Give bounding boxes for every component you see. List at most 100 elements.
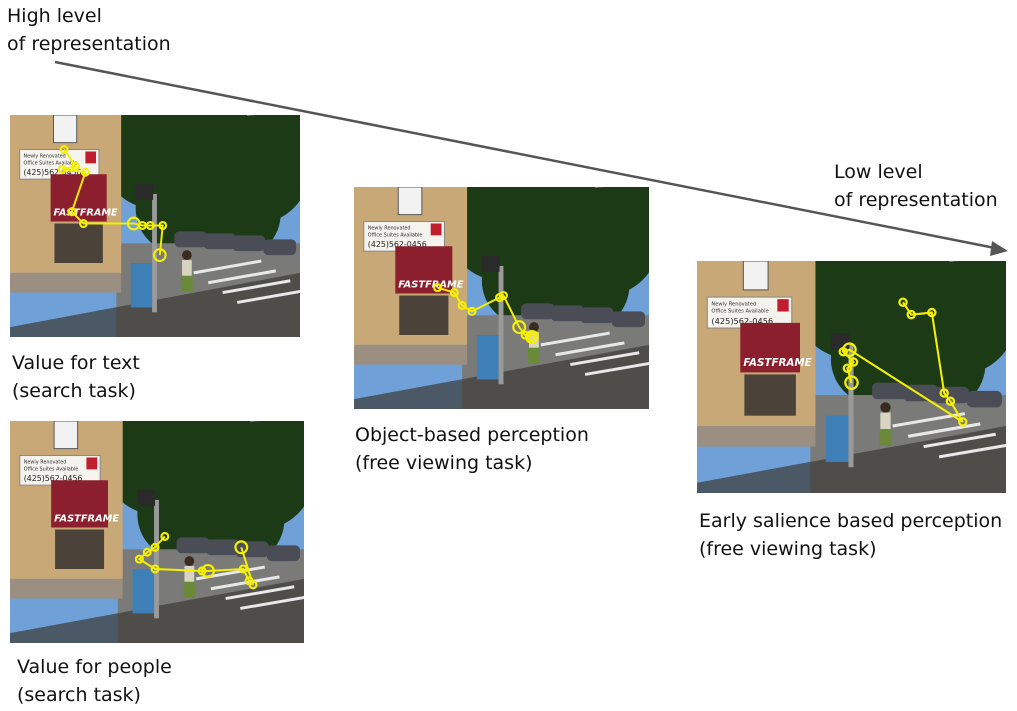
upper-window (53, 115, 78, 144)
fixation-point (512, 320, 527, 335)
sign-phone: (425)562-0456 (368, 240, 427, 249)
fixation-point (79, 218, 88, 229)
newspaper-box (130, 263, 153, 308)
caption-text-search: Value for text (search task) (12, 352, 140, 402)
signal-pole (154, 499, 159, 619)
fixation-point (234, 540, 249, 555)
awning-text: FASTFRAME (398, 280, 463, 291)
sign-line-2: Office Suites Available (368, 232, 423, 238)
awning-text: FASTFRAME (743, 357, 811, 369)
crosswalk (540, 331, 649, 376)
fixation-point (842, 363, 853, 373)
trees (101, 115, 300, 259)
fixation-point (150, 564, 160, 574)
sign-line-2: Office Suites Available (711, 309, 768, 315)
fixation-point (842, 342, 857, 357)
shop-window (54, 223, 103, 263)
fixation-point (59, 144, 69, 155)
caption-object-based: Object-based perception (free viewing ta… (355, 424, 589, 474)
sign-line-1: Newly Renovated (24, 459, 67, 465)
fixation-point (150, 542, 160, 552)
upper-window (53, 421, 79, 450)
newspaper-box (132, 569, 155, 614)
caption-people-search: Value for people (search task) (17, 656, 172, 706)
sidewalk (354, 344, 468, 365)
high-level-label: High level of representation (7, 5, 171, 55)
sidewalk (10, 578, 123, 599)
fixation-point (498, 290, 508, 301)
arrow-head-icon (990, 241, 1008, 256)
scanpath (57, 144, 168, 263)
caption-early-salience: Early salience based perception (free vi… (699, 510, 1003, 560)
scanpath (838, 297, 968, 427)
sign-line-2: Office Suites Available (24, 160, 78, 166)
scanpath (433, 283, 539, 344)
signal-box (135, 184, 154, 200)
signal-pole (848, 343, 854, 468)
signal-pole (498, 265, 504, 385)
shop-window (399, 295, 449, 335)
sidewalk (10, 272, 122, 293)
signal-box (830, 333, 850, 350)
fixation-point (71, 161, 81, 171)
sign-line-1: Newly Renovated (368, 225, 411, 231)
fixation-point (927, 307, 937, 318)
fixation-point (906, 309, 916, 320)
parked-cars (872, 382, 1002, 408)
fixation-point (958, 417, 968, 427)
fixation-point (844, 375, 859, 390)
parked-cars (174, 231, 297, 256)
crosswalk (193, 259, 300, 304)
parked-cars (521, 303, 646, 328)
sign-line-2: Office Suites Available (24, 466, 79, 472)
fixation-point (57, 164, 67, 174)
parked-cars (176, 537, 301, 562)
fixation-point (145, 220, 155, 231)
fixation-point (142, 547, 152, 557)
fixation-point (433, 283, 443, 293)
fixation-point (160, 531, 170, 541)
fixation-point (525, 329, 539, 344)
awning (50, 174, 107, 222)
sign-phone: (425)562-0456 (711, 316, 773, 326)
fixation-point (158, 220, 168, 231)
fixation-point (467, 306, 477, 316)
pedestrian (181, 250, 193, 292)
fixation-point (238, 564, 248, 574)
awning (395, 246, 453, 294)
fixation-point (201, 563, 215, 578)
shop-window (744, 374, 796, 416)
awning-text: FASTFRAME (54, 514, 119, 525)
fixation-point (248, 580, 258, 590)
awning (740, 322, 800, 373)
fixation-point (939, 388, 949, 398)
awning-text: FASTFRAME (54, 208, 118, 219)
fixation-point (80, 167, 90, 177)
sign-phone: (425)562-0456 (24, 168, 82, 177)
fixation-point (526, 332, 536, 342)
awning (51, 480, 108, 528)
fixation-point (457, 300, 467, 310)
upper-window (397, 187, 423, 216)
trees (447, 187, 649, 331)
fixation-point (945, 396, 956, 406)
sign-phone: (425)562-0456 (24, 474, 83, 483)
arrow-shaft (54, 60, 996, 250)
pedestrian (879, 402, 892, 446)
fixation-point (838, 346, 848, 357)
newspaper-box (825, 415, 849, 463)
scanpath (134, 531, 258, 590)
fixation-point (898, 297, 908, 307)
signal-box (481, 256, 500, 272)
shop-window (55, 529, 105, 569)
sidewalk (697, 425, 816, 447)
fixation-point (67, 207, 77, 217)
signal-box (137, 490, 156, 506)
fixation-point (449, 288, 459, 298)
